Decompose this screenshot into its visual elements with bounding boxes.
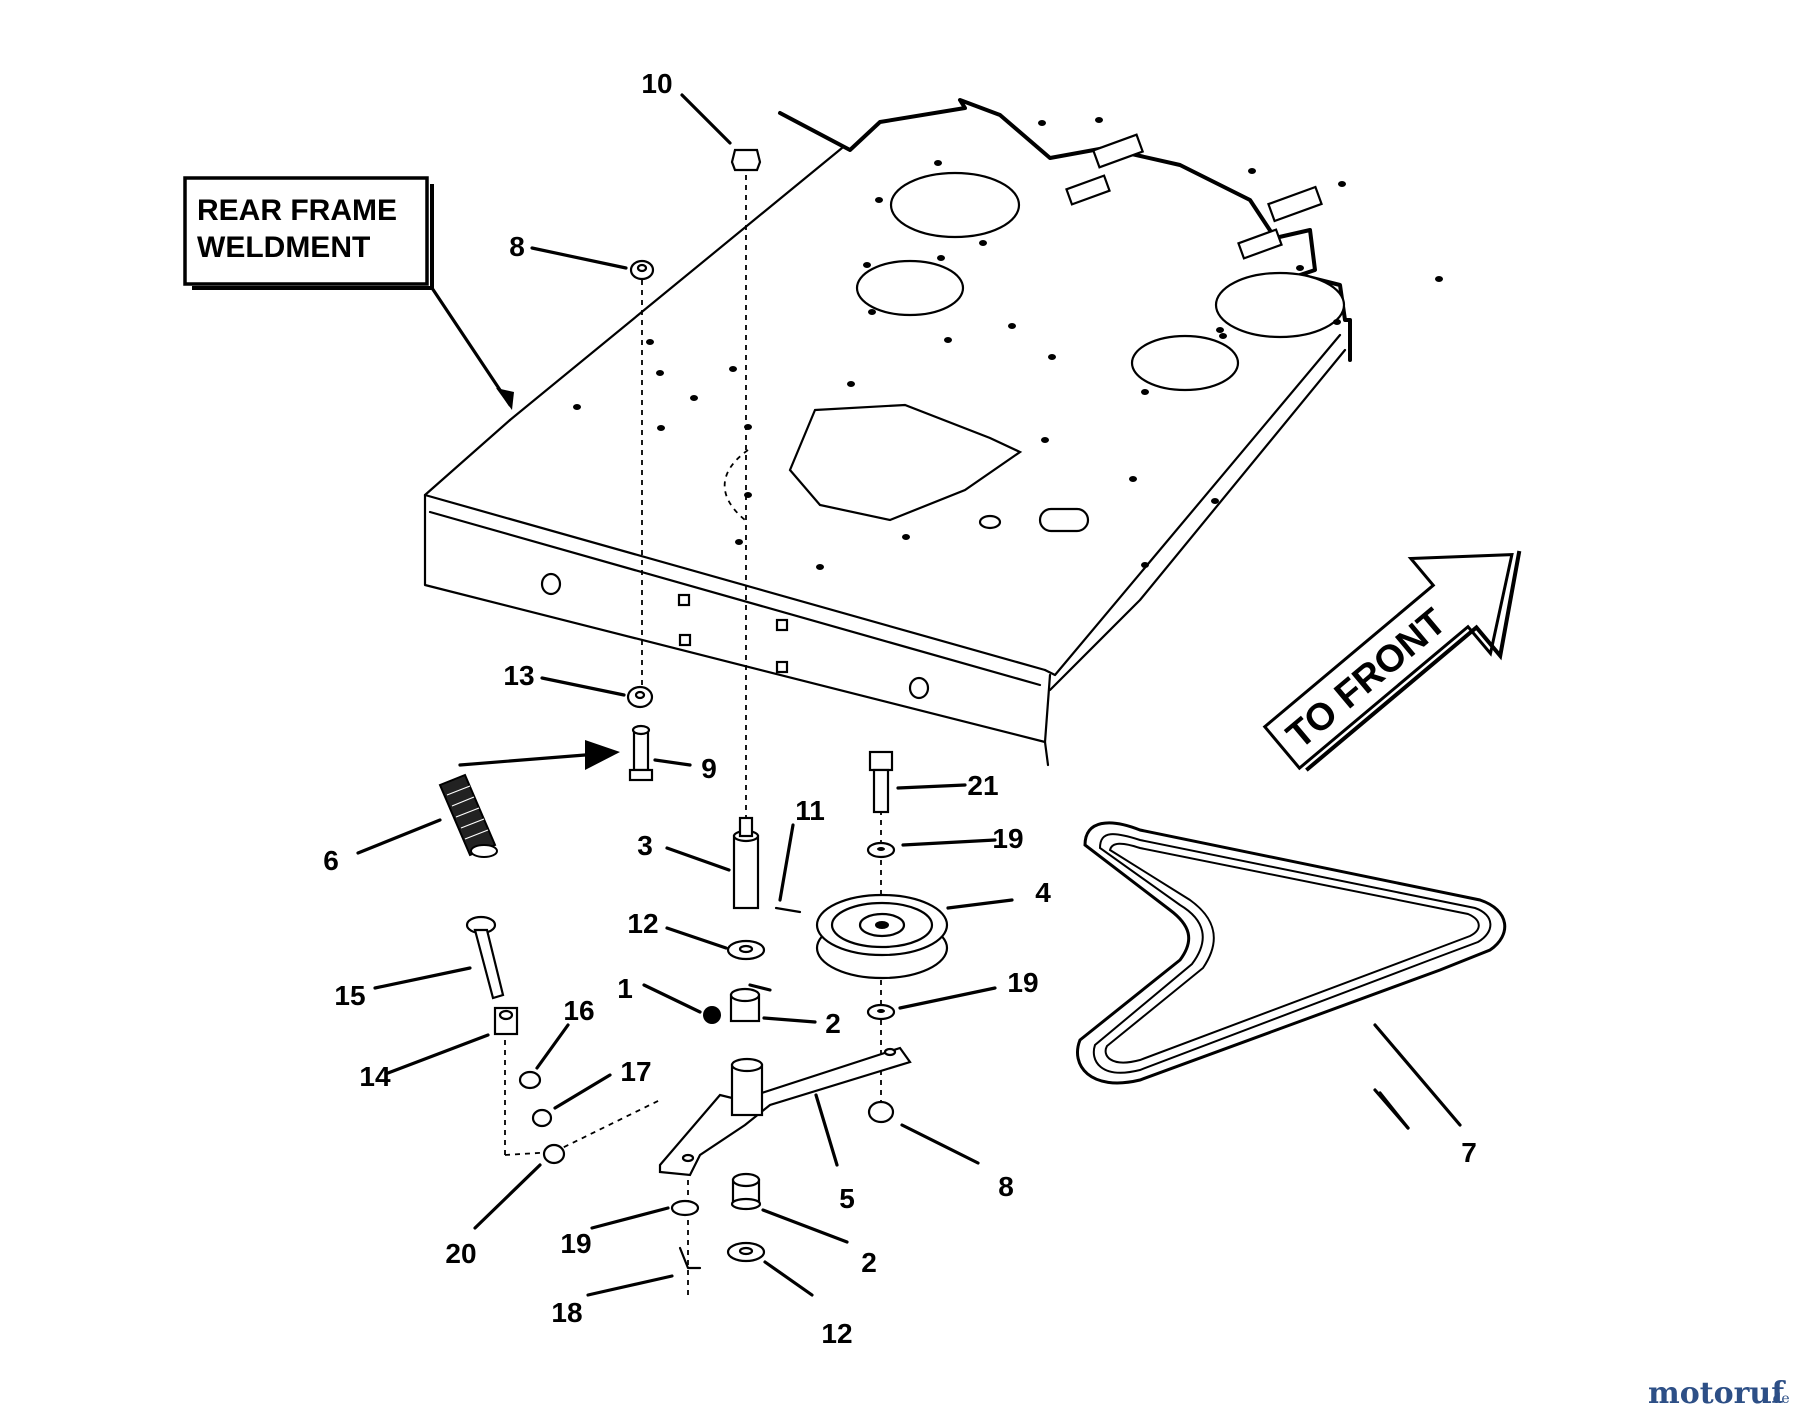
label-8-lower: 8 xyxy=(998,1171,1014,1202)
part-2-bushing-a xyxy=(729,987,761,1023)
rear-frame-weldment xyxy=(423,98,1443,767)
part-5-idler-arm xyxy=(658,1046,912,1177)
part-8-nut-top xyxy=(629,259,655,281)
part-16-nut xyxy=(518,1070,542,1090)
part-4-idler-pulley xyxy=(815,893,949,980)
part-1-grease-fitting xyxy=(703,1006,721,1024)
part-19-washer-c xyxy=(670,1199,700,1217)
leader-lines xyxy=(356,93,1462,1297)
part-10-nut xyxy=(730,148,762,172)
label-7: 7 xyxy=(1461,1137,1477,1168)
part-3-shaft xyxy=(732,816,760,910)
watermark-main: motoruf xyxy=(1648,1376,1786,1411)
label-5: 5 xyxy=(839,1183,855,1214)
part-18-clip xyxy=(678,1246,702,1270)
to-front-label: TO FRONT xyxy=(1279,601,1454,758)
label-4: 4 xyxy=(1035,877,1051,908)
label-8-top: 8 xyxy=(509,231,525,262)
callout-line2: WELDMENT xyxy=(197,231,370,264)
watermark-sub: .de xyxy=(1768,1391,1790,1407)
label-16: 16 xyxy=(563,995,594,1026)
label-13: 13 xyxy=(503,660,534,691)
part-7-belt xyxy=(1076,821,1507,1085)
label-2-a: 2 xyxy=(825,1008,841,1039)
part-15-pin xyxy=(465,915,505,1000)
label-9: 9 xyxy=(701,753,717,784)
label-19-a: 19 xyxy=(992,823,1023,854)
part-9-bolt xyxy=(628,724,654,782)
label-10: 10 xyxy=(641,68,672,99)
label-21: 21 xyxy=(967,770,998,801)
label-11: 11 xyxy=(795,795,825,826)
rear-frame-callout: REAR FRAME WELDMENT xyxy=(183,176,514,410)
part-number-labels: 10 8 13 9 21 6 11 3 19 4 12 19 1 15 2 16… xyxy=(323,68,1477,1349)
label-18: 18 xyxy=(551,1297,582,1328)
part-13-nut xyxy=(626,685,654,709)
label-12-b: 12 xyxy=(821,1318,852,1349)
part-6-spring xyxy=(438,773,498,858)
part-11-pin xyxy=(774,906,802,914)
label-19-b: 19 xyxy=(1007,967,1038,998)
part-21-bolt xyxy=(868,750,894,814)
label-17: 17 xyxy=(620,1056,651,1087)
label-20: 20 xyxy=(445,1238,476,1269)
label-2-b: 2 xyxy=(861,1247,877,1278)
label-6: 6 xyxy=(323,845,339,876)
label-15: 15 xyxy=(334,980,365,1011)
label-14: 14 xyxy=(359,1061,391,1092)
label-3: 3 xyxy=(637,830,653,861)
callout-line1: REAR FRAME xyxy=(197,194,397,227)
part-14-bracket xyxy=(493,1006,519,1036)
part-17-nut xyxy=(531,1108,553,1128)
part-2-bushing-b xyxy=(730,1172,762,1211)
part-8-nut-lower xyxy=(867,1100,895,1124)
to-front-arrow: TO FRONT xyxy=(1262,550,1522,772)
label-19-c: 19 xyxy=(560,1228,591,1259)
frame-mounting-holes xyxy=(573,117,1443,570)
part-20-nut xyxy=(542,1143,566,1165)
watermark-logo: motoruf .de xyxy=(1648,1376,1790,1411)
label-12-a: 12 xyxy=(627,908,658,939)
label-1: 1 xyxy=(617,973,633,1004)
